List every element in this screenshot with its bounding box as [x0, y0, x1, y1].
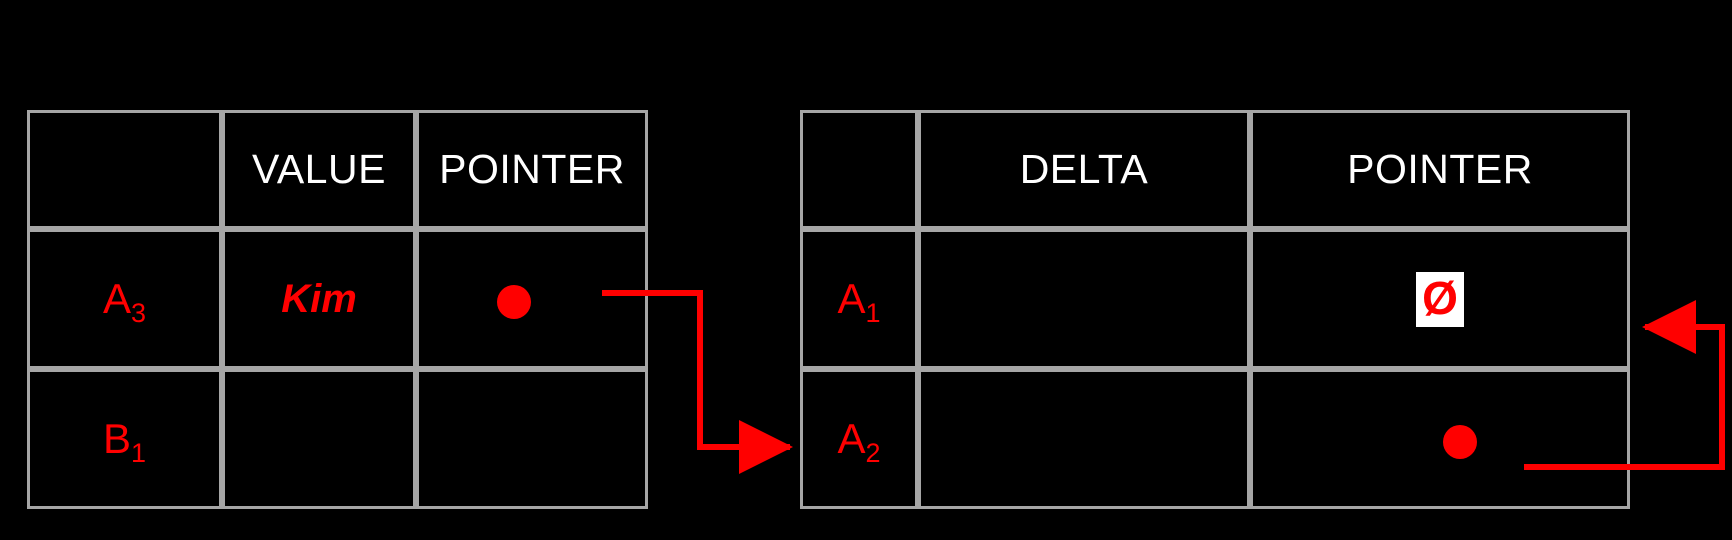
right-row-0-label-text: A [837, 275, 866, 322]
left-header-corner [27, 110, 222, 229]
left-row-1-label: B1 [27, 369, 222, 509]
left-row-0-label: A3 [27, 229, 222, 369]
right-row-1-label-sub: 2 [865, 438, 881, 468]
right-row-0-pointer: Ø [1250, 229, 1630, 369]
table-row: A3 Kim [27, 229, 648, 369]
left-row-0-label-text: A [102, 275, 131, 322]
left-row-1-label-text: B [102, 415, 131, 462]
right-row-0-label: A1 [800, 229, 918, 369]
right-row-1-label: A2 [800, 369, 918, 509]
right-row-1-delta [918, 369, 1250, 509]
value-table: VALUE POINTER A3 Kim B1 [27, 110, 648, 509]
table-header-row: DELTA POINTER [800, 110, 1630, 229]
pointer-dot-icon [1443, 425, 1477, 459]
right-row-1-label-text: A [837, 415, 866, 462]
left-row-0-value: Kim [222, 229, 416, 369]
table-row: B1 [27, 369, 648, 509]
right-row-0-label-sub: 1 [865, 298, 881, 328]
null-pointer-icon: Ø [1416, 271, 1464, 327]
left-row-0-pointer [416, 229, 648, 369]
right-header-pointer: POINTER [1250, 110, 1630, 229]
right-header-delta: DELTA [918, 110, 1250, 229]
left-row-0-label-sub: 3 [130, 298, 147, 328]
left-row-1-pointer [416, 369, 648, 509]
right-row-0-delta [918, 229, 1250, 369]
pointer-dot-icon [497, 285, 531, 319]
table-row: A1 Ø [800, 229, 1630, 369]
delta-table: DELTA POINTER A1 Ø A2 [800, 110, 1630, 509]
left-header-value: VALUE [222, 110, 416, 229]
right-header-corner [800, 110, 918, 229]
left-header-pointer: POINTER [416, 110, 648, 229]
table-header-row: VALUE POINTER [27, 110, 648, 229]
table-row: A2 [800, 369, 1630, 509]
right-row-1-pointer [1250, 369, 1630, 509]
left-row-1-label-sub: 1 [130, 438, 147, 468]
left-row-1-value [222, 369, 416, 509]
